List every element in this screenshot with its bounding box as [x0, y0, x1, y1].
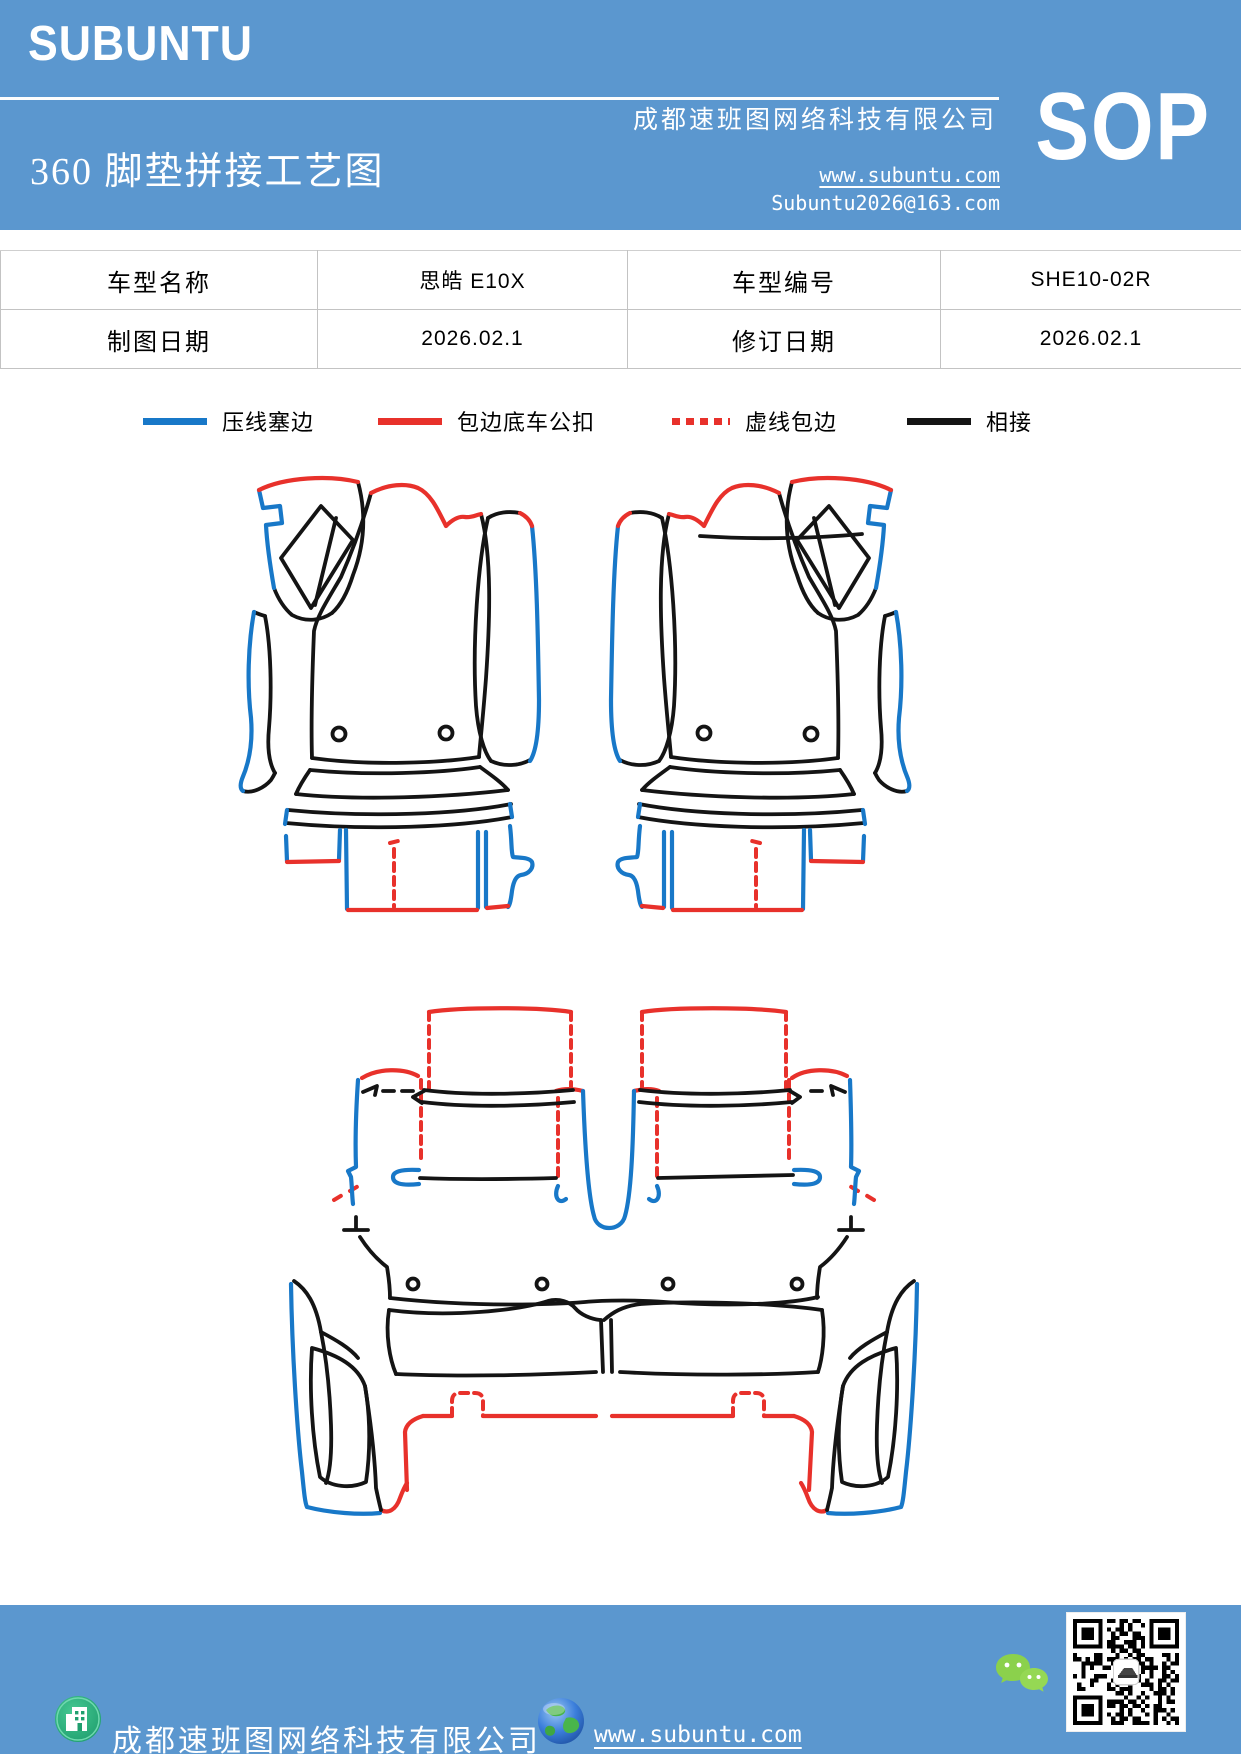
model-code-label: 车型编号 [627, 250, 941, 310]
table-row: 车型名称 思皓 E10X 车型编号 SHE10-02R [0, 250, 1241, 310]
front-left-mat-diagram [241, 478, 539, 910]
header-email: Subuntu2026@163.com [771, 191, 1000, 215]
footer-company-name: 成都速班图网络科技有限公司 [112, 1725, 541, 1754]
rear-mat-diagram [288, 1006, 920, 1516]
legend-item-black: 相接 [907, 406, 1032, 436]
legend-item-blue: 压线塞边 [143, 406, 314, 436]
draw-date-label: 制图日期 [0, 309, 318, 369]
wechat-icon [996, 1654, 1048, 1692]
line-legend: 压线塞边 包边底车公扣 虚线包边 相接 [0, 406, 1241, 436]
header: SUBUNTU 360 脚垫拼接工艺图 成都速班图网络科技有限公司 www.su… [0, 0, 1241, 230]
globe-icon [538, 1698, 584, 1744]
draw-date-value: 2026.02.1 [317, 309, 628, 369]
footer-website-link[interactable]: www.subuntu.com [594, 1722, 802, 1748]
page-title: 360 脚垫拼接工艺图 [30, 151, 385, 193]
vehicle-info-table: 车型名称 思皓 E10X 车型编号 SHE10-02R 制图日期 2026.02… [0, 250, 1241, 369]
legend-item-red-dashed: 虚线包边 [672, 406, 837, 436]
header-company-name: 成都速班图网络科技有限公司 [632, 107, 997, 134]
revise-date-value: 2026.02.1 [940, 309, 1241, 369]
qr-code [1066, 1612, 1186, 1732]
model-code-value: SHE10-02R [940, 250, 1241, 310]
blue-line-swatch [143, 417, 207, 425]
brand-logo: SUBUNTU [28, 15, 253, 71]
model-name-value: 思皓 E10X [317, 250, 628, 310]
legend-item-red: 包边底车公扣 [378, 406, 595, 436]
header-website-link[interactable]: www.subuntu.com [819, 163, 1000, 187]
sop-badge: SOP [1035, 73, 1211, 180]
front-right-mat-diagram [611, 478, 909, 910]
header-divider [0, 97, 999, 100]
black-line-swatch [907, 417, 971, 425]
revise-date-label: 修订日期 [627, 309, 941, 369]
building-icon [55, 1696, 101, 1742]
model-name-label: 车型名称 [0, 250, 318, 310]
red-line-swatch [378, 417, 442, 425]
table-row: 制图日期 2026.02.1 修订日期 2026.02.1 [0, 309, 1241, 369]
red-dashed-swatch [672, 417, 730, 425]
